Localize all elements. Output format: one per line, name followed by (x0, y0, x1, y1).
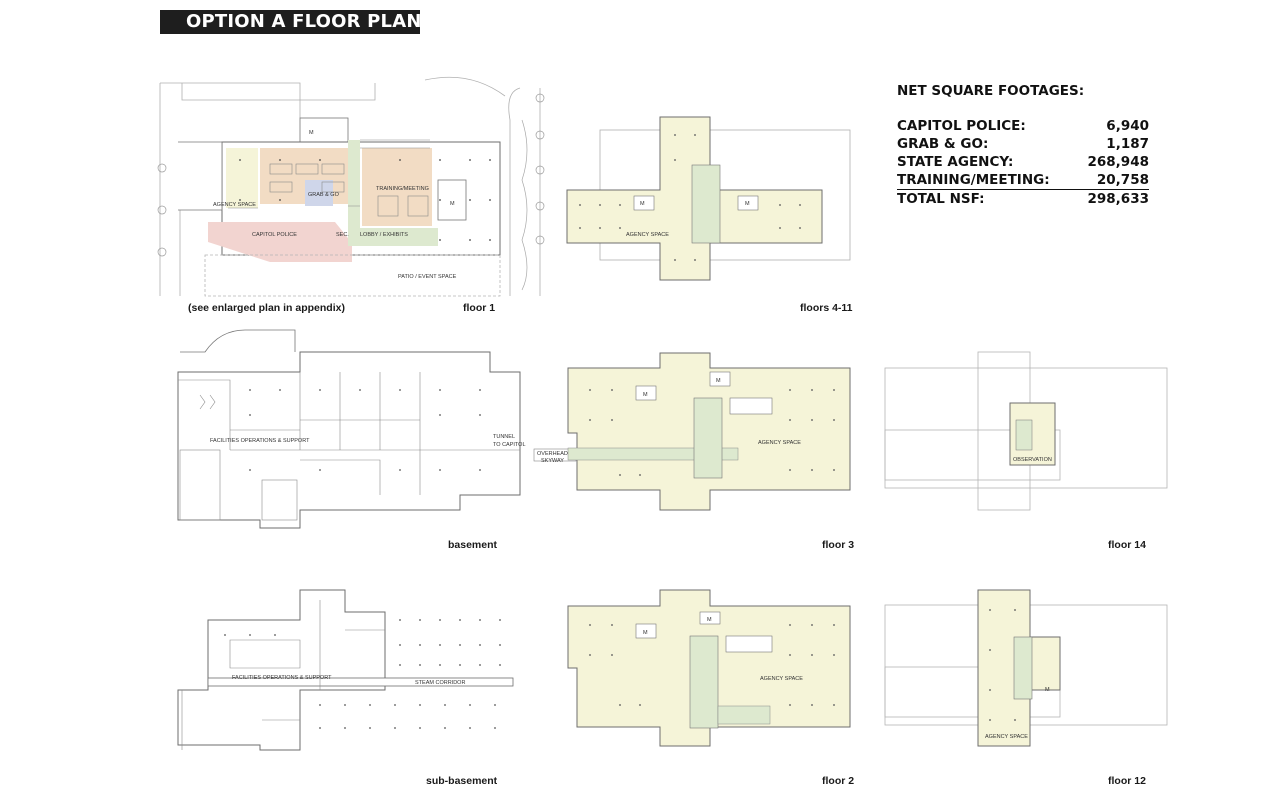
caption-sub-basement: sub-basement (426, 775, 498, 787)
nsf-table: NET SQUARE FOOTAGES: CAPITOL POLICE: 6,9… (897, 82, 1149, 208)
basement-tunnel-label: TUNNEL (493, 434, 515, 440)
nsf-total-value: 298,633 (1087, 191, 1150, 207)
page-title: OPTION A FLOOR PLANS (186, 11, 435, 32)
nsf-row: STATE AGENCY: 268,948 (897, 153, 1149, 171)
nsf-row: TRAINING/MEETING: 20,758 (897, 171, 1149, 190)
floor1-police-label: CAPITOL POLICE (252, 232, 297, 238)
nsf-total-row: TOTAL NSF: 298,633 (897, 190, 1149, 208)
nsf-label: TRAINING/MEETING: (897, 172, 1050, 188)
floor1-sec-label: SEC. (336, 232, 349, 238)
nsf-value: 6,940 (1106, 118, 1149, 134)
floors4-11-m-label: M (640, 201, 645, 207)
floor3-skyway2-label: SKYWAY (541, 458, 564, 464)
basement-capitol-label: TO CAPITOL (493, 442, 526, 448)
caption-floor-1: floor 1 (463, 302, 496, 314)
floor2-agency-label: AGENCY SPACE (760, 676, 803, 682)
floor3-m-label: M (643, 392, 648, 398)
plan-sub-basement: FACILITIES OPERATIONS & SUPPORT STEAM CO… (177, 589, 514, 751)
floor1-m2-label: M (450, 201, 455, 207)
nsf-total-label: TOTAL NSF: (897, 191, 985, 207)
floor1-agency-label: AGENCY SPACE (213, 202, 256, 208)
floor3-agency-label: AGENCY SPACE (758, 440, 801, 446)
caption-floor-14: floor 14 (1108, 539, 1146, 551)
caption-floor-2: floor 2 (822, 775, 855, 787)
floor1-grab-go-label: GRAB & GO (308, 192, 340, 198)
floors4-11-agency-label: AGENCY SPACE (626, 232, 669, 238)
nsf-label: STATE AGENCY: (897, 154, 1014, 170)
nsf-value: 268,948 (1087, 154, 1150, 170)
floor1-lobby-label: LOBBY / EXHIBITS (360, 232, 408, 238)
nsf-value: 1,187 (1106, 136, 1149, 152)
title-bar: OPTION A FLOOR PLANS (160, 10, 435, 34)
caption-basement: basement (448, 539, 498, 551)
plan-basement: FACILITIES OPERATIONS & SUPPORT TUNNEL T… (177, 329, 526, 529)
plan-floor-1: AGENCY SPACE CAPITOL POLICE GRAB & GO TR… (157, 76, 545, 297)
floor1-note: (see enlarged plan in appendix) (188, 302, 345, 314)
floor3-m2-label: M (716, 378, 721, 384)
caption-floors-4-11: floors 4-11 (800, 302, 853, 314)
floor1-m-label: M (309, 130, 314, 136)
nsf-row: GRAB & GO: 1,187 (897, 135, 1149, 153)
plan-floor-3: M M AGENCY SPACE OVERHEAD SKYWAY (533, 352, 851, 511)
sub-basement-facilities-label: FACILITIES OPERATIONS & SUPPORT (232, 675, 332, 681)
plan-floor-2: M M AGENCY SPACE (567, 589, 851, 747)
plan-floor-12: M AGENCY SPACE (884, 589, 1168, 747)
nsf-label: CAPITOL POLICE: (897, 118, 1026, 134)
sub-basement-steam-label: STEAM CORRIDOR (415, 680, 465, 686)
plan-floor-14: OBSERVATION (884, 351, 1168, 511)
nsf-value: 20,758 (1096, 172, 1149, 188)
floors4-11-m2-label: M (745, 201, 750, 207)
basement-facilities-label: FACILITIES OPERATIONS & SUPPORT (210, 438, 310, 444)
plan-floors-4-11: M M AGENCY SPACE (566, 116, 851, 281)
floor3-skyway-label: OVERHEAD (537, 451, 568, 457)
nsf-title: NET SQUARE FOOTAGES: (897, 83, 1085, 99)
floor1-training-label: TRAINING/MEETING (376, 186, 429, 192)
caption-floor-3: floor 3 (822, 539, 855, 551)
floor1-patio-label: PATIO / EVENT SPACE (398, 274, 457, 280)
floor14-observation-label: OBSERVATION (1013, 457, 1052, 463)
floor2-m2-label: M (707, 617, 712, 623)
nsf-label: GRAB & GO: (897, 136, 989, 152)
floor12-agency-label: AGENCY SPACE (985, 734, 1028, 740)
floor12-m-label: M (1045, 687, 1050, 693)
floor2-m-label: M (643, 630, 648, 636)
caption-floor-12: floor 12 (1108, 775, 1146, 787)
nsf-row: CAPITOL POLICE: 6,940 (897, 117, 1149, 135)
